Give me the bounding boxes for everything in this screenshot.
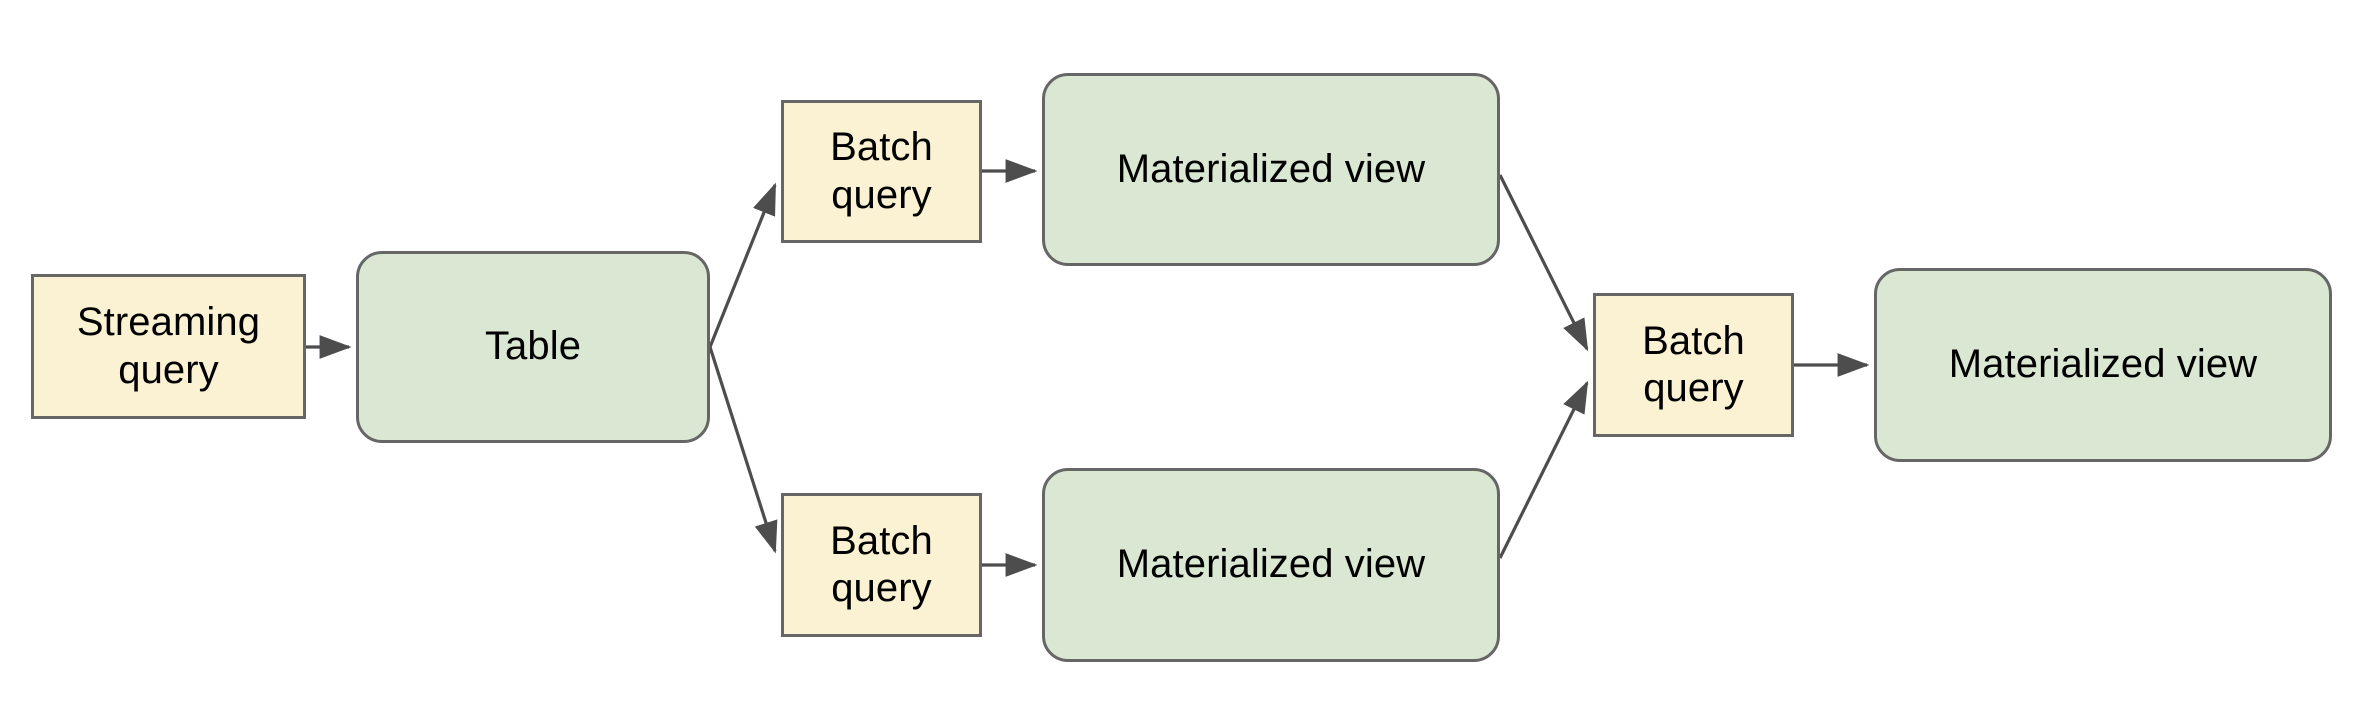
node-table[interactable]: Table bbox=[356, 251, 710, 443]
edge-materialized-view-bottom-to-batch-query-join bbox=[1498, 380, 1589, 559]
node-materialized-view-top[interactable]: Materialized view bbox=[1042, 73, 1500, 266]
node-batch-query-join[interactable]: Batch query bbox=[1593, 293, 1794, 437]
node-label: Streaming query bbox=[76, 300, 261, 392]
edge-table-to-batch-query-top bbox=[708, 182, 777, 348]
edge-materialized-view-top-to-batch-query-join bbox=[1498, 174, 1589, 352]
node-batch-query-top[interactable]: Batch query bbox=[781, 100, 982, 243]
node-label: Batch query bbox=[830, 518, 933, 610]
node-materialized-view-final[interactable]: Materialized view bbox=[1874, 268, 2332, 462]
node-batch-query-bottom[interactable]: Batch query bbox=[781, 493, 982, 637]
node-streaming-query[interactable]: Streaming query bbox=[31, 274, 306, 419]
node-label: Materialized view bbox=[1116, 542, 1426, 587]
node-label: Batch query bbox=[830, 125, 933, 217]
node-label: Materialized view bbox=[1948, 342, 2258, 387]
node-materialized-view-bottom[interactable]: Materialized view bbox=[1042, 468, 1500, 662]
node-label: Materialized view bbox=[1116, 146, 1426, 191]
node-label: Table bbox=[484, 324, 582, 369]
node-label: Batch query bbox=[1642, 318, 1745, 410]
edge-table-to-batch-query-bottom bbox=[708, 346, 778, 554]
